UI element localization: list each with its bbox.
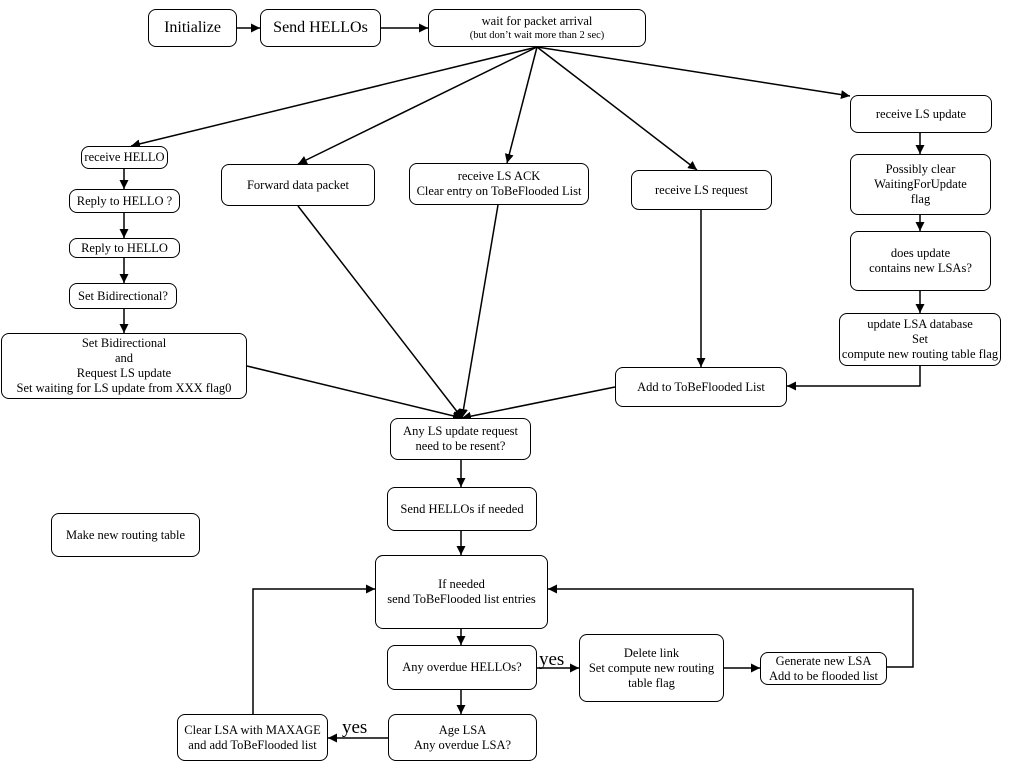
node-text-line: Possibly clear <box>885 162 956 176</box>
node-text-line: (but don’t wait more than 2 sec) <box>469 30 605 41</box>
node-text-line: contains new LSAs? <box>869 261 972 275</box>
node-text-line: and add ToBeFlooded list <box>188 737 317 752</box>
node-receive-ls-request: receive LS request <box>631 170 772 210</box>
node-text-line: Reply to HELLO <box>81 240 168 255</box>
node-text-line: Send HELLOs <box>273 19 368 36</box>
node-text-line: does update <box>890 246 951 260</box>
node-add-to-tobeflooded-list: Add to ToBeFlooded List <box>615 367 787 407</box>
node-text-line: Any overdue HELLOs? <box>402 660 522 674</box>
edge-clear-lsa-to-send-tobeflooded <box>252 584 375 714</box>
node-text-line: Add to ToBeFlooded List <box>637 379 765 394</box>
edge-wait-packet-to-receive-hello <box>130 46 538 149</box>
edge-set-bidirectional-to-resend-q <box>246 365 463 421</box>
node-initialize: Initialize <box>148 9 237 47</box>
node-text-line: Set waiting for LS update from XXX flag0 <box>16 381 232 395</box>
node-text-line: If needed <box>438 577 485 591</box>
node-wait-for-packet: wait for packet arrival (but don’t wait m… <box>428 9 646 47</box>
node-text-line: Set Bidirectional <box>81 336 167 350</box>
node-make-new-routing-table: Make new routing table <box>51 513 200 557</box>
node-text-line: table flag <box>628 675 675 690</box>
node-text-line: Generate new LSA <box>775 653 872 668</box>
node-text-line: Age LSA <box>438 722 487 737</box>
node-text-line: receive LS update <box>875 106 967 121</box>
node-text-line: receive HELLO <box>84 150 165 164</box>
edge-receive-ls-ack-to-resend-q <box>459 204 499 419</box>
node-text-line: Make new routing table <box>65 527 186 542</box>
node-receive-hello: receive HELLO <box>81 146 168 169</box>
node-receive-ls-update: receive LS update <box>850 95 992 133</box>
node-text-line: Any LS update request <box>403 424 518 438</box>
node-forward-data-packet: Forward data packet <box>221 164 375 206</box>
node-text-line: Send HELLOs if needed <box>400 501 524 516</box>
node-overdue-hellos-question: Any overdue HELLOs? <box>387 645 537 690</box>
node-text-line: Reply to HELLO ? <box>76 193 173 208</box>
edge-label-yes-overdue-lsa: yes <box>342 717 368 738</box>
edge-wait-packet-to-receive-ls-update <box>536 46 851 100</box>
edge-wait-packet-to-forward-data <box>297 46 538 165</box>
node-text-line: Forward data packet <box>246 177 350 192</box>
node-text-line: WaitingForUpdate <box>874 177 967 191</box>
node-text-line: Request LS update <box>76 366 172 380</box>
edge-update-lsa-db-to-add-tobeflooded <box>787 366 921 391</box>
node-reply-to-hello-question: Reply to HELLO ? <box>69 189 180 213</box>
node-text-line: Set <box>912 332 928 346</box>
node-text-line: need to be resent? <box>415 439 506 453</box>
edge-label-yes-overdue-hellos: yes <box>539 649 565 670</box>
edge-add-tobeflooded-to-resend-q <box>461 386 616 421</box>
node-text-line: Clear entry on ToBeFlooded List <box>416 184 582 198</box>
node-text-line: send ToBeFlooded list entries <box>387 592 536 606</box>
node-reply-to-hello: Reply to HELLO <box>69 238 180 258</box>
node-text-line: Set compute new routing <box>588 660 715 675</box>
edge-generate-lsa-to-send-tobeflooded <box>548 584 914 668</box>
node-send-hellos: Send HELLOs <box>260 9 381 47</box>
node-text-line: wait for packet arrival <box>481 14 593 28</box>
node-text-line: flag <box>910 192 931 206</box>
node-text-line: Any overdue LSA? <box>413 737 512 752</box>
node-text-line: Initialize <box>164 19 221 36</box>
edge-wait-packet-to-receive-ls-ack <box>504 46 538 164</box>
edge-wait-packet-to-receive-ls-request <box>536 46 698 171</box>
node-text-line: Add to be flooded list <box>768 668 878 683</box>
node-text-line: compute new routing table flag <box>841 347 999 361</box>
node-text-line: and <box>114 351 134 365</box>
node-text-line: receive LS ACK <box>457 169 541 183</box>
node-text-line: Clear LSA with MAXAGE <box>184 722 321 737</box>
node-set-bidirectional-question: Set Bidirectional? <box>69 283 177 309</box>
node-text-line: Delete link <box>623 645 680 660</box>
node-text-line: receive LS request <box>654 182 748 197</box>
node-text-line: update LSA database <box>867 317 973 331</box>
edge-forward-data-to-resend-q <box>297 205 463 419</box>
node-send-hellos-if-needed: Send HELLOs if needed <box>387 487 537 531</box>
node-text-line: Set Bidirectional? <box>78 288 168 303</box>
